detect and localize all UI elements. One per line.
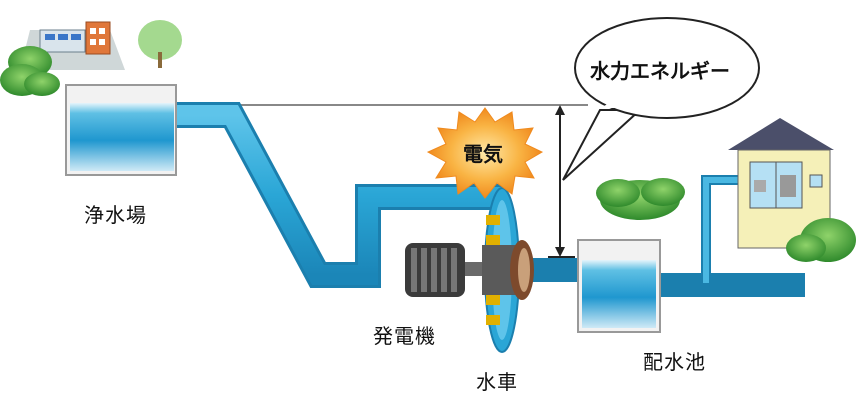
purification-plant-buildings — [0, 20, 182, 96]
head-height-arrow — [548, 105, 575, 258]
label-distribution-reservoir: 配水池 — [643, 350, 706, 374]
penstock-pipe — [175, 102, 805, 297]
generator-icon — [405, 243, 487, 297]
label-hydro-energy: 水力エネルギー — [590, 59, 730, 83]
label-generator: 発電機 — [373, 324, 436, 348]
label-purification-plant: 浄水場 — [84, 203, 147, 227]
label-electricity: 電気 — [463, 142, 503, 166]
house-icon — [728, 118, 856, 262]
electricity-burst-icon — [426, 107, 544, 199]
purification-tank — [65, 84, 177, 176]
water-turbine-icon — [482, 187, 534, 353]
trees-reservoir — [596, 178, 685, 220]
label-water-turbine: 水車 — [476, 370, 518, 394]
hydro-energy-bubble — [562, 17, 760, 181]
distribution-reservoir-tank — [577, 239, 661, 333]
